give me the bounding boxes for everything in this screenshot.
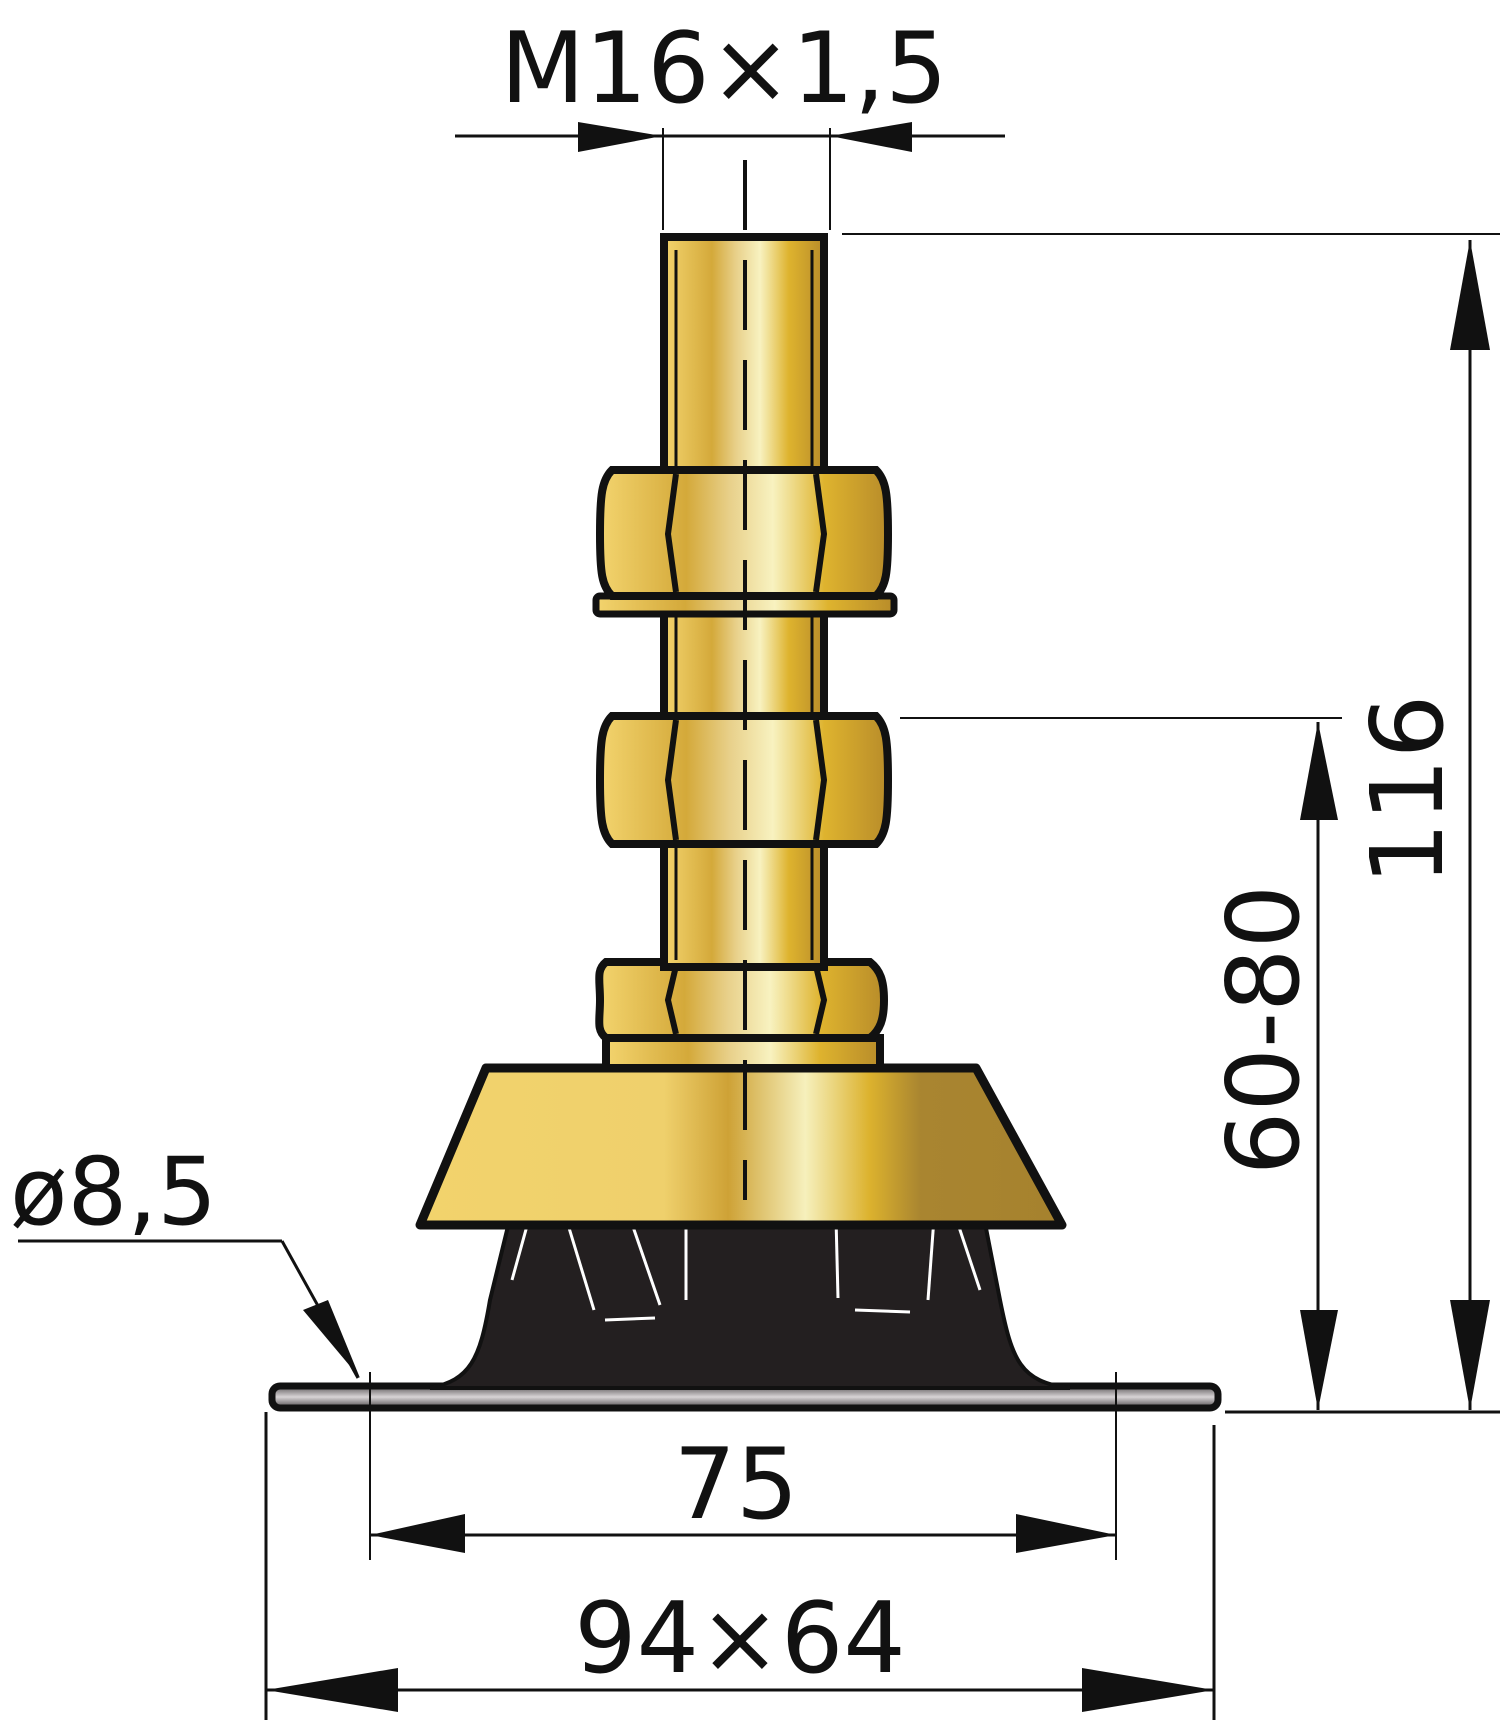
hole-spacing-label: 75 [674, 1428, 799, 1542]
base-size-label: 94×64 [574, 1582, 906, 1696]
bottom-nut [595, 958, 889, 1042]
engine-mount-part [268, 160, 1222, 1412]
hole-diameter-label: ø8,5 [10, 1138, 217, 1247]
rubber-highlights [510, 1214, 982, 1322]
adjust-height-label: 60-80 [1205, 885, 1322, 1176]
dimension-lines [18, 122, 1500, 1720]
thread-size-label: M16×1,5 [500, 12, 947, 126]
top-nut [595, 466, 893, 600]
total-height-label: 116 [1349, 695, 1466, 886]
cone-housing [415, 1063, 1067, 1230]
